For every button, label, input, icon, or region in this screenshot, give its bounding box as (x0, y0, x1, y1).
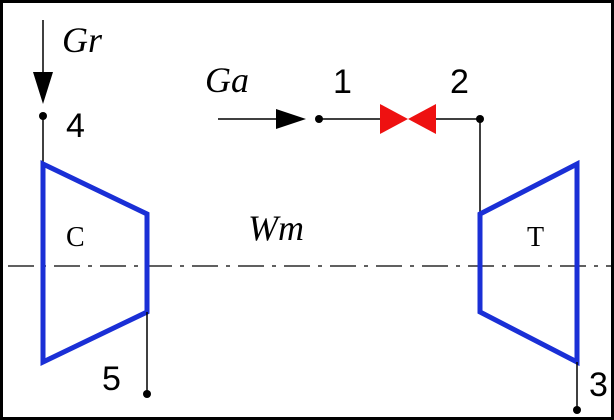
turbine-label: T (527, 222, 544, 253)
compressor-label: C (66, 222, 85, 253)
node-1-label: 1 (333, 63, 352, 101)
node-5-dot (143, 390, 151, 398)
compressor-shape (40, 160, 150, 366)
node-3-label: 3 (589, 366, 608, 404)
wm-label: Wm (248, 208, 304, 248)
ga-label: Ga (205, 60, 249, 100)
node-3-dot (573, 406, 581, 414)
node-4-dot (39, 112, 47, 120)
valve-left-triangle (380, 104, 408, 134)
turbine-shape (477, 159, 580, 367)
gr-arrow-head (33, 72, 53, 104)
valve-right-triangle (408, 104, 436, 134)
node-4-label: 4 (66, 107, 85, 145)
ga-arrow-head (276, 109, 306, 129)
gr-label: Gr (62, 20, 103, 60)
node-5-label: 5 (102, 360, 121, 398)
node-2-label: 2 (450, 63, 469, 101)
